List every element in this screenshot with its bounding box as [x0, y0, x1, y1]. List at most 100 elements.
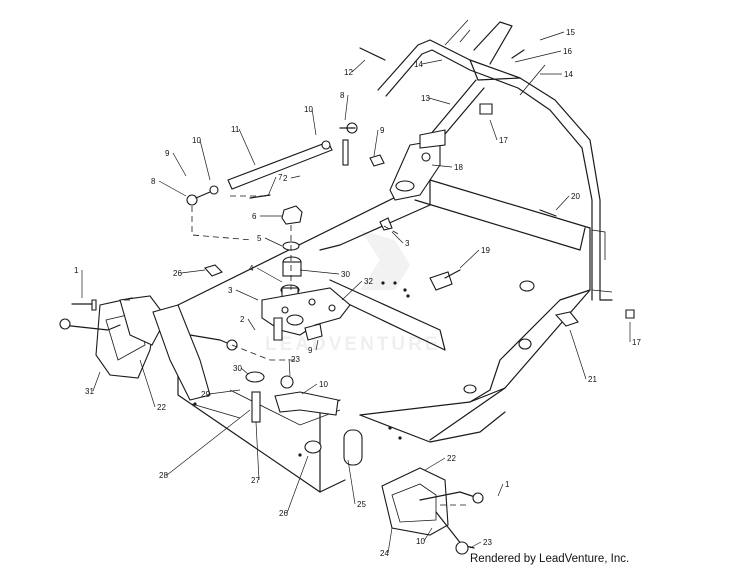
callout-leader	[428, 97, 451, 105]
callout-leader	[431, 164, 453, 168]
callout-6: 6	[252, 212, 257, 221]
hardware	[91, 19, 635, 454]
callout-leader	[199, 139, 211, 181]
callout-leader	[421, 59, 443, 65]
callout-10: 10	[304, 105, 313, 114]
callout-leader	[139, 359, 156, 408]
callout-23: 23	[483, 538, 492, 547]
callout-8: 8	[151, 177, 156, 186]
callout-leader	[373, 129, 379, 157]
pivot-stack	[280, 205, 303, 305]
callout-leader	[256, 267, 283, 283]
right-spindle	[381, 467, 484, 555]
watermark-logo-icon	[360, 230, 410, 290]
steering-column	[389, 79, 485, 201]
callout-19: 19	[481, 246, 490, 255]
callout-30: 30	[233, 364, 242, 373]
pitman-arm	[261, 287, 351, 336]
callout-leader	[264, 237, 283, 247]
callout-leader	[288, 358, 291, 377]
callout-13: 13	[421, 94, 430, 103]
callout-31: 31	[85, 387, 94, 396]
callout-23: 23	[291, 355, 300, 364]
callout-9: 9	[308, 346, 313, 355]
callout-leader	[290, 175, 301, 179]
callout-3: 3	[405, 239, 410, 248]
callout-1: 1	[505, 480, 510, 489]
callout-leader	[208, 389, 241, 395]
callout-leader	[347, 459, 356, 505]
callout-leader	[240, 367, 249, 375]
assembly-lines	[120, 195, 470, 506]
callout-22: 22	[447, 454, 456, 463]
watermark-text: LEADVENTURE	[265, 334, 441, 355]
callout-leader	[301, 383, 318, 395]
callout-26: 26	[279, 509, 288, 518]
callout-leader	[539, 31, 565, 41]
callout-9: 9	[380, 126, 385, 135]
callout-leader	[247, 318, 256, 331]
callout-leader	[172, 152, 187, 177]
callout-12: 12	[344, 68, 353, 77]
callout-leader	[423, 527, 433, 542]
left-spindle	[59, 295, 238, 379]
callout-16: 16	[563, 47, 572, 56]
callout-leader	[489, 119, 498, 141]
callout-2: 2	[240, 315, 245, 324]
callout-leader	[311, 108, 317, 136]
callout-leader	[238, 128, 256, 166]
callout-27: 27	[251, 476, 260, 485]
callout-leader	[459, 249, 480, 269]
callout-leader	[255, 421, 260, 481]
callout-leader	[514, 50, 562, 63]
callout-leader	[235, 289, 259, 301]
credit-text: Rendered by LeadVenture, Inc.	[470, 553, 630, 565]
callout-1: 1	[74, 266, 79, 275]
callout-29: 29	[201, 390, 210, 399]
callout-3: 3	[228, 286, 233, 295]
callout-leader	[344, 94, 349, 121]
callout-leader	[267, 176, 277, 197]
callout-leader	[92, 371, 101, 392]
callout-32: 32	[364, 277, 373, 286]
callout-8: 8	[340, 91, 345, 100]
callout-5: 5	[257, 234, 262, 243]
callout-11: 11	[231, 125, 240, 134]
callout-17: 17	[632, 338, 641, 347]
tie-rod	[186, 122, 358, 206]
callout-10: 10	[192, 136, 201, 145]
callout-10: 10	[319, 380, 328, 389]
callout-30: 30	[341, 270, 350, 279]
callout-2: 2	[283, 174, 288, 183]
callout-leader	[469, 541, 482, 549]
callout-14: 14	[414, 60, 423, 69]
callout-20: 20	[571, 192, 580, 201]
callout-22: 22	[157, 403, 166, 412]
callout-leader	[387, 527, 393, 554]
callout-21: 21	[588, 375, 597, 384]
callout-leader	[341, 280, 363, 301]
callout-25: 25	[357, 500, 366, 509]
callout-leader	[315, 339, 319, 351]
callout-leader	[180, 269, 206, 274]
callout-4: 4	[249, 264, 254, 273]
callout-17: 17	[499, 136, 508, 145]
callout-24: 24	[380, 549, 389, 558]
callout-leader	[569, 329, 587, 380]
callout-leader	[391, 231, 404, 244]
callout-leader	[555, 195, 570, 211]
callout-leader	[497, 483, 504, 497]
callout-26: 26	[173, 269, 182, 278]
callout-leader	[286, 455, 309, 514]
callout-14: 14	[564, 70, 573, 79]
handlebar	[377, 21, 613, 301]
callout-10: 10	[416, 537, 425, 546]
callout-leader	[299, 269, 340, 275]
callout-leader	[166, 409, 251, 476]
callout-9: 9	[165, 149, 170, 158]
callout-leader	[351, 59, 366, 73]
callout-7: 7	[278, 173, 283, 182]
callouts: 1122334567889991010101011121314141516171…	[74, 28, 641, 558]
callout-18: 18	[454, 163, 463, 172]
